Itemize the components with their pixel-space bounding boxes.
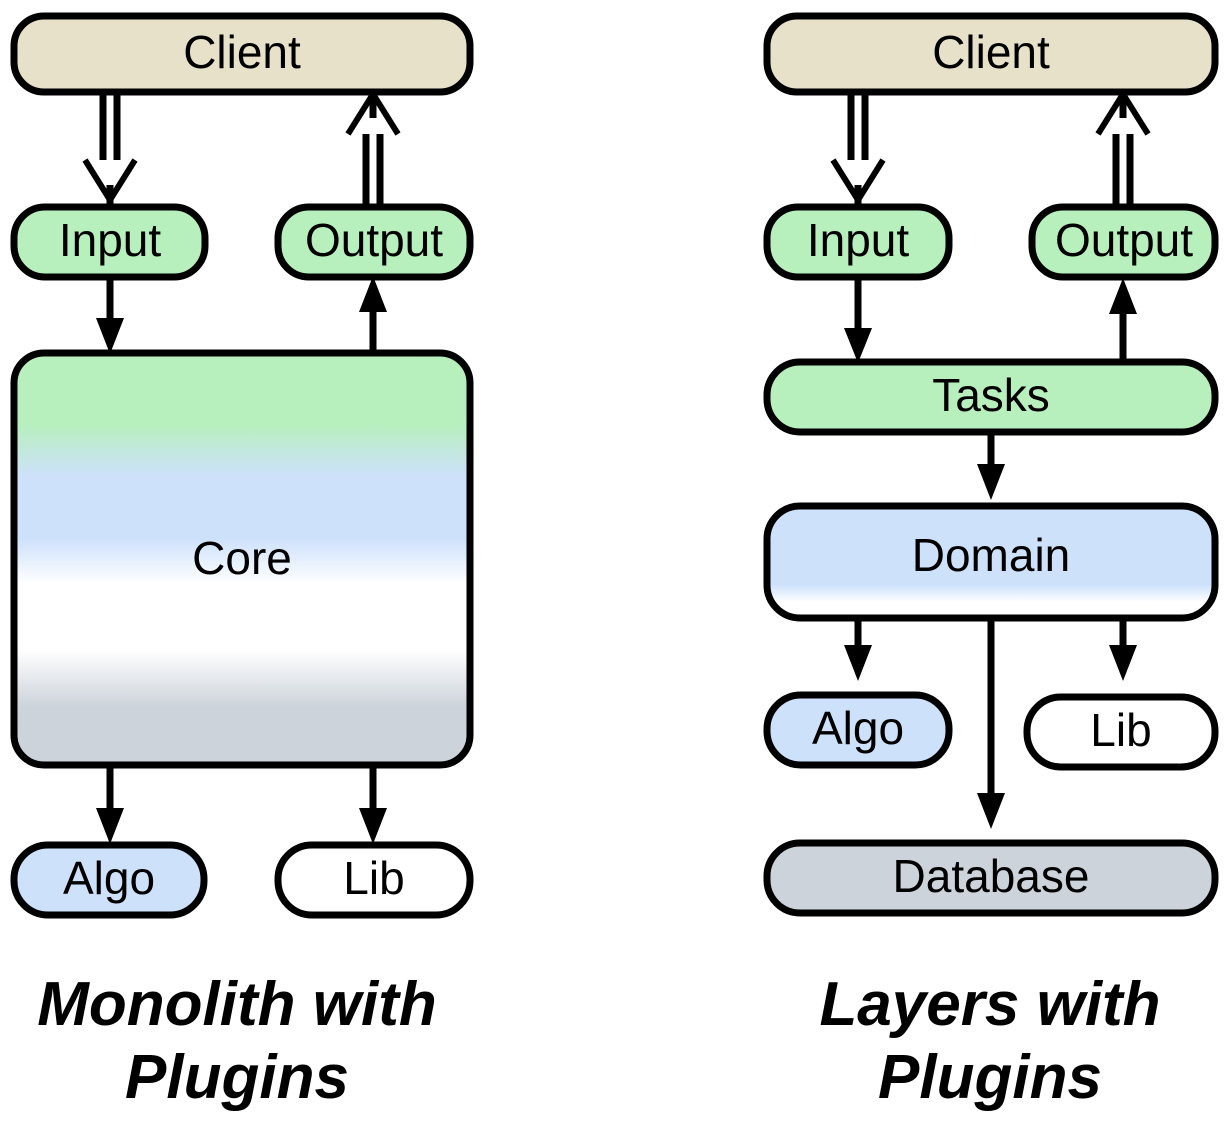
node-algo-monolith[interactable]: Algo bbox=[10, 841, 208, 919]
edge-input-to-core bbox=[96, 277, 124, 354]
edge-core-to-lib bbox=[359, 765, 387, 844]
node-shape-core[interactable] bbox=[10, 349, 474, 769]
node-label-input: Input bbox=[59, 214, 162, 266]
edge-core-to-output bbox=[359, 276, 387, 353]
node-label-algo: Algo bbox=[63, 852, 155, 904]
node-label-output: Output bbox=[1055, 214, 1193, 266]
node-shape-client[interactable] bbox=[763, 12, 1219, 96]
node-label-domain: Domain bbox=[912, 529, 1071, 581]
node-label-lib: Lib bbox=[1090, 704, 1151, 756]
edge-client-to-input bbox=[82, 92, 138, 206]
node-label-input: Input bbox=[807, 214, 910, 266]
node-label-tasks: Tasks bbox=[932, 369, 1050, 421]
node-shape-output[interactable] bbox=[1028, 203, 1219, 281]
edge-client-to-input bbox=[830, 92, 886, 206]
node-shape-algo[interactable] bbox=[10, 841, 208, 919]
node-shape-input[interactable] bbox=[763, 203, 953, 281]
node-shape-database[interactable] bbox=[763, 839, 1219, 917]
edge-input-to-tasks bbox=[844, 277, 872, 363]
caption-line-2: Plugins bbox=[878, 1043, 1102, 1112]
node-output-layers[interactable]: Output bbox=[1028, 203, 1219, 281]
node-shape-output[interactable] bbox=[274, 203, 474, 281]
edge-tasks-to-domain bbox=[977, 432, 1005, 500]
node-client-layers[interactable]: Client bbox=[763, 12, 1219, 96]
caption-layers: Layers with Plugins bbox=[819, 970, 1160, 1112]
caption-line-1: Monolith with bbox=[37, 970, 436, 1039]
diagram-layers: Client Input Output Tasks Domain Algo bbox=[763, 12, 1219, 1112]
edge-output-to-client bbox=[345, 88, 401, 204]
node-shape-algo[interactable] bbox=[763, 691, 953, 769]
node-lib-monolith[interactable]: Lib bbox=[274, 841, 474, 919]
node-output-monolith[interactable]: Output bbox=[274, 203, 474, 281]
node-shape-client[interactable] bbox=[10, 12, 474, 96]
edge-core-to-algo bbox=[96, 765, 124, 844]
caption-line-2: Plugins bbox=[125, 1043, 349, 1112]
node-algo-layers[interactable]: Algo bbox=[763, 691, 953, 769]
node-input-monolith[interactable]: Input bbox=[10, 203, 209, 281]
node-label-database: Database bbox=[893, 850, 1090, 902]
node-domain-layers[interactable]: Domain bbox=[763, 502, 1219, 622]
caption-monolith: Monolith with Plugins bbox=[37, 970, 436, 1112]
edges-monolith bbox=[82, 88, 401, 844]
node-shape-tasks[interactable] bbox=[763, 358, 1219, 436]
node-core-monolith[interactable]: Core bbox=[10, 349, 474, 769]
node-lib-layers[interactable]: Lib bbox=[1023, 693, 1219, 771]
edge-domain-to-algo bbox=[844, 618, 872, 681]
edges-layers bbox=[830, 88, 1151, 829]
edge-domain-to-lib bbox=[1109, 618, 1137, 681]
node-database-layers[interactable]: Database bbox=[763, 839, 1219, 917]
node-label-output: Output bbox=[305, 214, 443, 266]
edge-domain-to-database bbox=[977, 618, 1005, 829]
diagram-monolith: Client Input Output Core Algo Lib bbox=[10, 12, 474, 1112]
edge-output-to-client bbox=[1095, 88, 1151, 204]
node-client-monolith[interactable]: Client bbox=[10, 12, 474, 96]
node-input-layers[interactable]: Input bbox=[763, 203, 953, 281]
node-label-algo: Algo bbox=[812, 702, 904, 754]
node-shape-input[interactable] bbox=[10, 203, 209, 281]
edge-tasks-to-output bbox=[1109, 278, 1137, 362]
node-tasks-layers[interactable]: Tasks bbox=[763, 358, 1219, 436]
node-label-client: Client bbox=[932, 26, 1050, 78]
node-shape-lib[interactable] bbox=[1023, 693, 1219, 771]
node-shape-lib[interactable] bbox=[274, 841, 474, 919]
node-label-lib: Lib bbox=[343, 852, 404, 904]
caption-line-1: Layers with bbox=[819, 970, 1160, 1039]
node-label-client: Client bbox=[183, 26, 301, 78]
node-shape-domain[interactable] bbox=[763, 502, 1219, 622]
node-label-core: Core bbox=[192, 532, 292, 584]
